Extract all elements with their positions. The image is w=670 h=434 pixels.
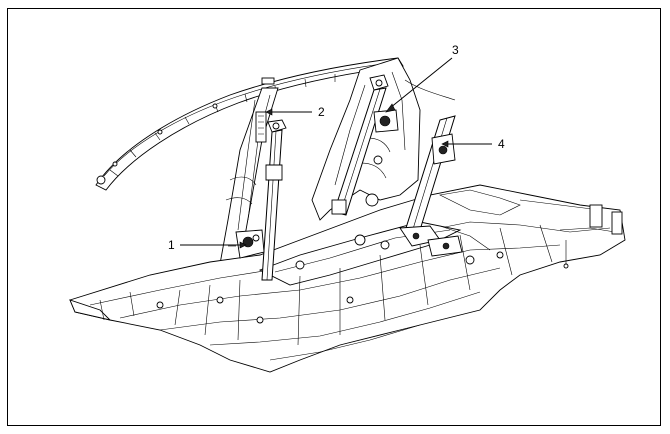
callout-3-leader	[389, 57, 453, 109]
front-seat-belt-assembly	[228, 111, 287, 281]
roof-rail	[95, 57, 404, 191]
callout-2-arrow	[265, 108, 273, 116]
callout-leaders	[180, 57, 492, 249]
rear-seat-belt-assembly	[331, 74, 399, 216]
callout-1-arrow	[239, 241, 247, 249]
callout-2-label: 2	[318, 105, 325, 119]
callout-3-arrow	[385, 103, 396, 113]
callout-1-label: 1	[168, 238, 175, 252]
callout-4-label: 4	[498, 137, 505, 151]
floor-pan	[69, 184, 626, 373]
callout-4-arrow	[441, 140, 449, 148]
callout-3-label: 3	[452, 43, 459, 57]
